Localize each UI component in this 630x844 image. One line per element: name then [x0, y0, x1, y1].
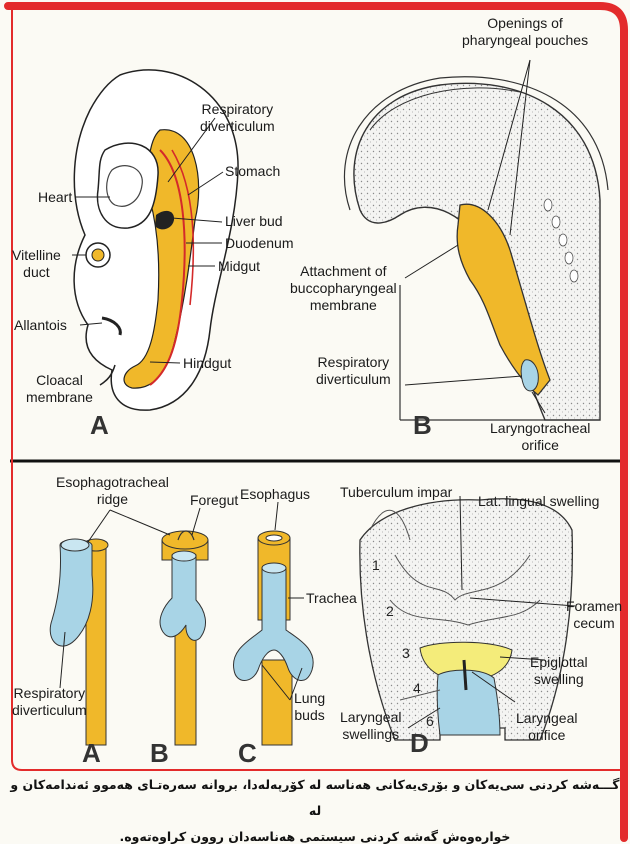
label-line: Laryngeal: [340, 709, 402, 726]
caption-line-2: خوارەوەش گەشە کردنی سیستمی هەناسەدان روو…: [10, 824, 620, 844]
arch-number-4: 4: [413, 680, 421, 696]
label-line: duct: [12, 264, 61, 281]
label-respiratory-diverticulum-b: Respiratory diverticulum: [316, 354, 391, 388]
panel-letter-bottom-a: A: [82, 738, 101, 769]
label-line: Epiglottal: [530, 654, 588, 671]
label-attachment-buccopharyngeal: Attachment of buccopharyngeal membrane: [290, 263, 397, 314]
label-laryngotracheal-orifice: Laryngotracheal orifice: [490, 420, 590, 454]
label-respiratory-diverticulum-c: Respiratory diverticulum: [12, 685, 87, 719]
label-duodenum: Duodenum: [225, 235, 294, 252]
label-line: ridge: [56, 491, 169, 508]
label-midgut: Midgut: [218, 258, 260, 275]
label-line: diverticulum: [316, 371, 391, 388]
label-hindgut: Hindgut: [183, 355, 231, 372]
label-laryngeal-swellings: Laryngeal swellings: [340, 709, 402, 743]
label-lat-lingual-swelling: Lat. lingual swelling: [478, 493, 599, 510]
panel-letter-bottom-c: C: [238, 738, 257, 769]
arch-number-6: 6: [426, 713, 434, 729]
label-line: membrane: [26, 389, 93, 406]
label-line: Vitelline: [12, 247, 61, 264]
label-liver-bud: Liver bud: [225, 213, 283, 230]
label-openings-pharyngeal-pouches: Openings of pharyngeal pouches: [462, 15, 588, 49]
label-line: Lung: [294, 690, 325, 707]
label-line: Esophagotracheal: [56, 474, 169, 491]
label-trachea: Trachea: [306, 590, 357, 607]
foregut-stage-b: [160, 531, 208, 745]
label-tuberculum-impar: Tuberculum impar: [340, 484, 452, 501]
label-line: Laryngeal: [516, 710, 578, 727]
label-line: swelling: [530, 671, 588, 688]
label-laryngeal-orifice: Laryngeal orifice: [516, 710, 578, 744]
label-stomach: Stomach: [225, 163, 280, 180]
label-respiratory-diverticulum-a: Respiratory diverticulum: [200, 101, 275, 135]
panel-letter-top-b: B: [413, 410, 432, 441]
label-foregut: Foregut: [190, 492, 238, 509]
label-line: Respiratory: [316, 354, 391, 371]
label-line: Respiratory: [12, 685, 87, 702]
label-line: cecum: [566, 615, 622, 632]
label-line: Openings of: [462, 15, 588, 32]
label-line: membrane: [290, 297, 397, 314]
panel-letter-bottom-b: B: [150, 738, 169, 769]
tongue-floor: [360, 499, 573, 740]
label-line: Respiratory: [200, 101, 275, 118]
label-line: orifice: [490, 437, 590, 454]
label-heart: Heart: [38, 189, 72, 206]
label-line: swellings: [340, 726, 402, 743]
arch-number-2: 2: [386, 603, 394, 619]
panel-letter-bottom-d: D: [410, 728, 429, 759]
label-cloacal-membrane: Cloacal membrane: [26, 372, 93, 406]
label-epiglottal-swelling: Epiglottal swelling: [530, 654, 588, 688]
label-esophagus: Esophagus: [240, 486, 310, 503]
label-lung-buds: Lung buds: [294, 690, 325, 724]
label-line: orifice: [516, 727, 578, 744]
label-line: Foramen: [566, 598, 622, 615]
label-line: pharyngeal pouches: [462, 32, 588, 49]
label-line: buds: [294, 707, 325, 724]
label-line: buccopharyngeal: [290, 280, 397, 297]
label-foramen-cecum: Foramen cecum: [566, 598, 622, 632]
label-allantois: Allantois: [14, 317, 67, 334]
label-line: diverticulum: [200, 118, 275, 135]
label-line: Laryngotracheal: [490, 420, 590, 437]
caption-line-1: گـــەشە کردنی سی‌یەکان و بۆری‌یەکانی هەن…: [10, 772, 620, 824]
label-esophagotracheal-ridge: Esophagotracheal ridge: [56, 474, 169, 508]
label-line: diverticulum: [12, 702, 87, 719]
panel-letter-top-a: A: [90, 410, 109, 441]
label-line: Cloacal: [26, 372, 93, 389]
label-vitelline-duct: Vitelline duct: [12, 247, 61, 281]
arch-number-1: 1: [372, 557, 380, 573]
label-line: Attachment of: [290, 263, 397, 280]
figure-caption: گـــەشە کردنی سی‌یەکان و بۆری‌یەکانی هەن…: [10, 772, 620, 844]
arch-number-3: 3: [402, 645, 410, 661]
